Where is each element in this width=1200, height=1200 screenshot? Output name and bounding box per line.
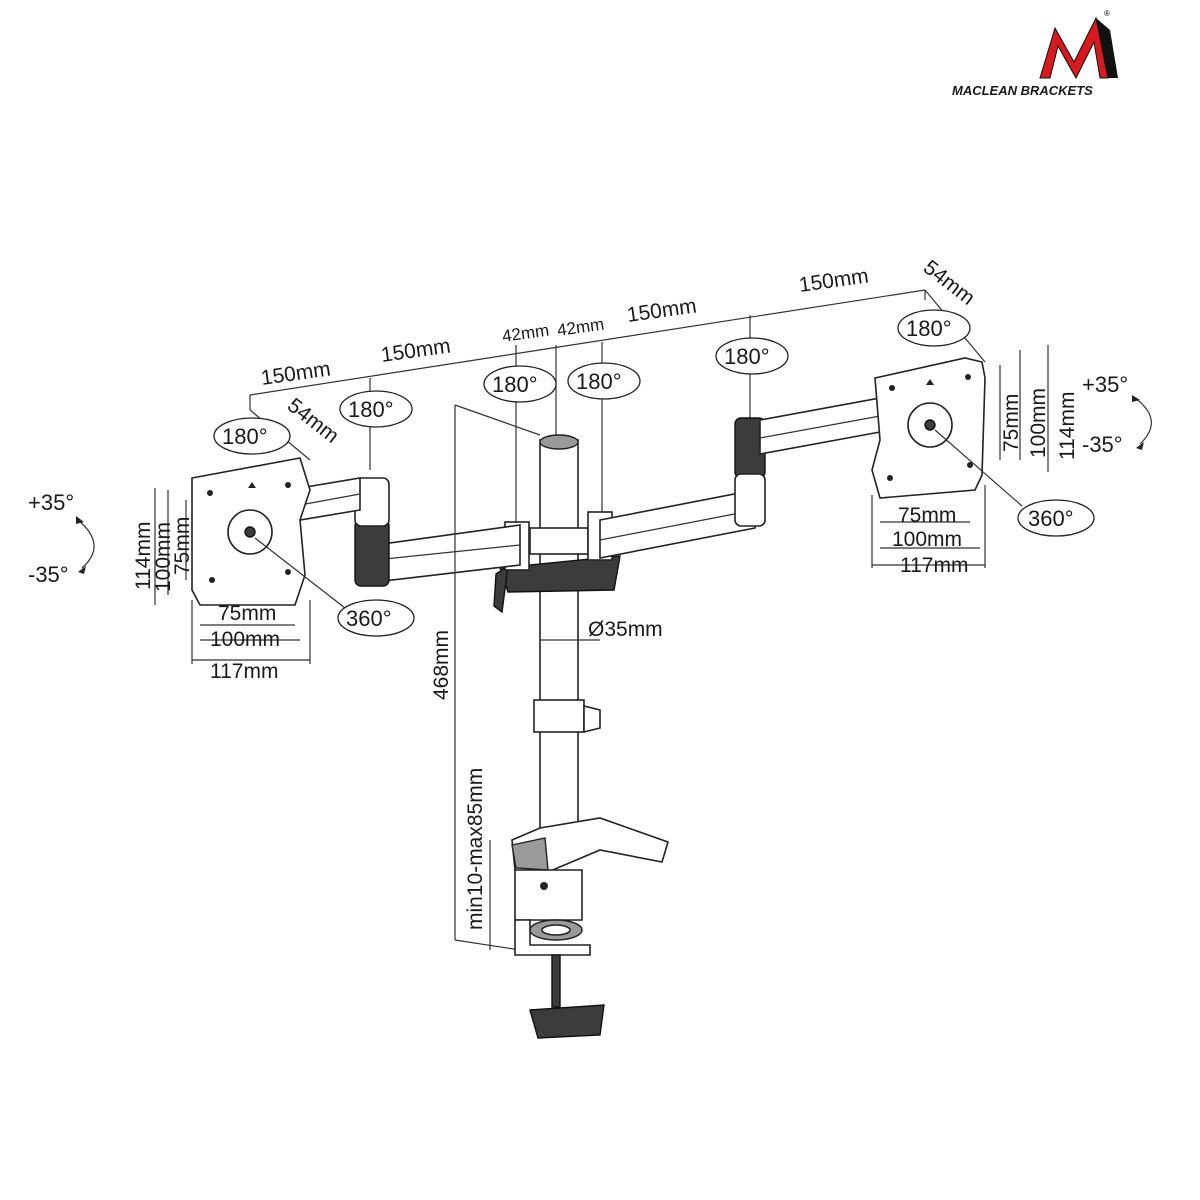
rotation-center-left-label: 180° — [492, 372, 538, 397]
rotation-badge-left-arm: 180° — [339, 390, 413, 428]
mount-pole — [533, 434, 601, 841]
dim-right-54: 54mm — [919, 256, 979, 310]
tilt-left-arc — [77, 519, 95, 569]
height-dimension-lines — [454, 404, 541, 951]
rotation-badge-center-right: 180° — [567, 362, 641, 400]
left-plate-dim-h114: 114mm — [132, 522, 155, 590]
left-plate-dim-w75: 75mm — [218, 602, 276, 625]
dim-clamp-range: min10-max85mm — [464, 768, 487, 930]
rotation-right-arm-label: 180° — [724, 344, 770, 369]
left-arm — [299, 477, 521, 587]
dim-pole-diameter: Ø35mm — [588, 618, 663, 641]
right-plate-dim-w117: 117mm — [900, 554, 968, 577]
left-plate-dimension-lines — [154, 488, 311, 664]
swivel-badge-right: 360° — [1017, 499, 1095, 537]
left-plate-dim-w100: 100mm — [210, 628, 280, 651]
logo-m-mark — [1039, 16, 1109, 80]
dim-center-42-left: 42mm — [501, 321, 550, 346]
dim-height-468: 468mm — [430, 630, 453, 700]
desk-clamp — [511, 817, 669, 1039]
right-plate-dim-h75: 75mm — [1000, 394, 1023, 452]
rotation-center-right-label: 180° — [576, 369, 622, 394]
rotation-badge-center-left: 180° — [483, 365, 557, 403]
swivel-right-label: 360° — [1028, 506, 1074, 531]
rotation-badge-right-plate: 180° — [897, 309, 971, 347]
logo-m-shadow — [1096, 18, 1118, 78]
tilt-right-up: +35° — [1082, 372, 1128, 397]
left-plate-dim-w117: 117mm — [210, 660, 278, 683]
left-plate-dim-h75: 75mm — [171, 517, 194, 575]
rotation-badge-right-arm: 180° — [715, 337, 789, 375]
rotation-right-plate-label: 180° — [906, 316, 952, 341]
logo-registered-mark: ® — [1104, 9, 1110, 18]
maclean-logo: ® MACLEAN BRACKETS — [952, 9, 1118, 98]
right-plate-dim-h100: 100mm — [1027, 388, 1050, 458]
dim-top-right-150: 150mm — [797, 264, 870, 297]
right-plate-dimension-lines — [871, 345, 1049, 568]
right-plate-dim-w100: 100mm — [892, 528, 962, 551]
dim-left-54: 54mm — [283, 394, 343, 448]
tilt-left-up: +35° — [28, 490, 74, 515]
right-plate-dim-w75: 75mm — [898, 504, 956, 527]
tilt-right-down: -35° — [1082, 432, 1123, 457]
rotation-badge-left-plate: 180° — [213, 417, 291, 455]
right-plate-dim-h114: 114mm — [1056, 392, 1079, 460]
tilt-right-arc — [1134, 397, 1152, 445]
swivel-badge-left: 360° — [337, 599, 415, 637]
left-vesa-plate — [191, 457, 311, 606]
dim-left-mid-150: 150mm — [379, 334, 452, 367]
rotation-left-plate-label: 180° — [222, 424, 268, 449]
swivel-left-label: 360° — [346, 606, 392, 631]
tilt-left-down: -35° — [28, 562, 69, 587]
dim-left-outer-150: 150mm — [259, 357, 332, 390]
dim-top-center-150: 150mm — [625, 294, 698, 327]
right-vesa-plate — [871, 357, 986, 499]
left-plate-dim-h100: 100mm — [152, 522, 175, 592]
right-arm — [599, 397, 881, 559]
logo-brand-text: MACLEAN BRACKETS — [952, 83, 1093, 98]
dim-center-42-right: 42mm — [556, 315, 605, 340]
rotation-left-arm-label: 180° — [348, 397, 394, 422]
